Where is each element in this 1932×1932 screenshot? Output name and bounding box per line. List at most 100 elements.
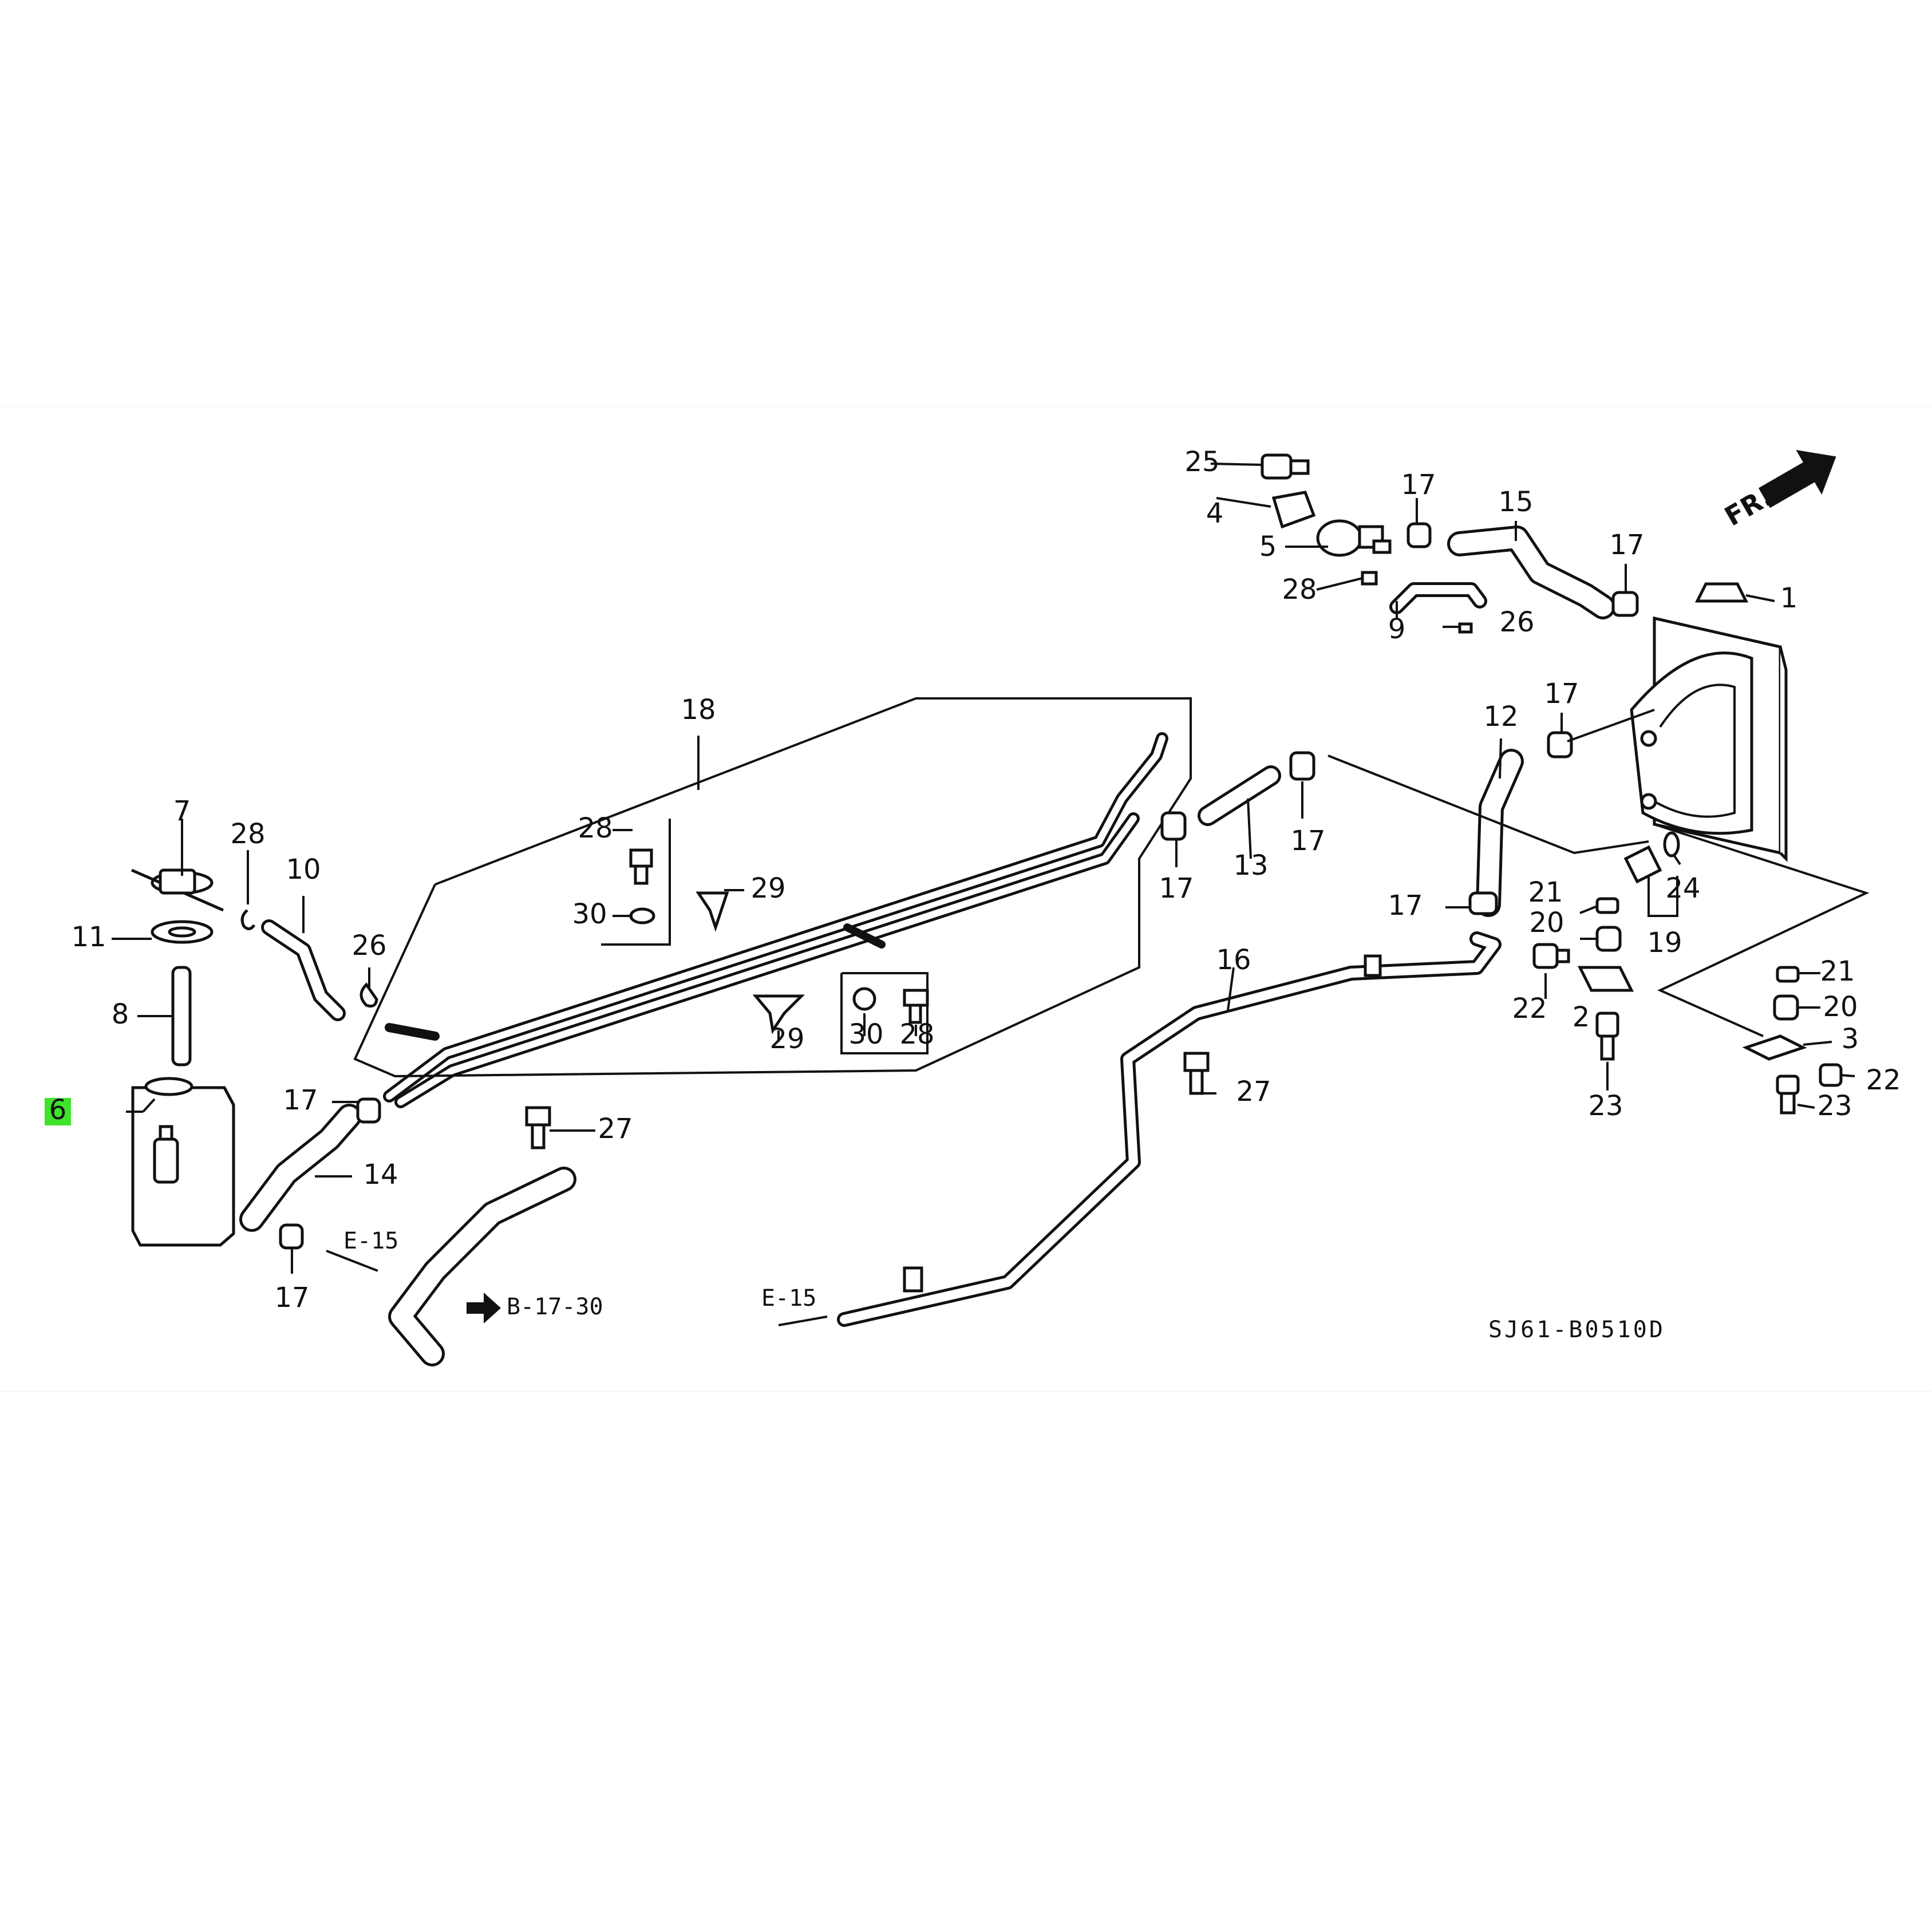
- o-ring-24[interactable]: [1663, 831, 1680, 858]
- callout-28-top[interactable]: 28: [1282, 574, 1317, 606]
- hose-9[interactable]: [1389, 582, 1487, 614]
- callout-20-right[interactable]: 20: [1823, 991, 1858, 1023]
- callout-26-left[interactable]: 26: [351, 930, 386, 962]
- switch-23-right[interactable]: [1776, 1074, 1800, 1115]
- bracket-3[interactable]: [1742, 1034, 1807, 1061]
- callout-17-left-low[interactable]: 17: [274, 1282, 309, 1314]
- clip-26-top[interactable]: [1458, 622, 1473, 634]
- clamp-17-left-low[interactable]: [279, 1223, 304, 1250]
- callout-1[interactable]: 1: [1780, 582, 1798, 614]
- clamp-17-radiator[interactable]: [1611, 591, 1639, 617]
- callout-21-mid[interactable]: 21: [1528, 876, 1563, 908]
- bolt-28-upper[interactable]: [629, 848, 653, 885]
- bleed-bolt-25[interactable]: [1261, 453, 1310, 480]
- tube-part[interactable]: [171, 966, 192, 1066]
- callout-18[interactable]: 18: [681, 694, 716, 726]
- callout-28-upper[interactable]: 28: [578, 812, 613, 844]
- nut-30-upper[interactable]: [629, 907, 655, 924]
- callout-14[interactable]: 14: [363, 1159, 398, 1191]
- callout-10[interactable]: 10: [286, 854, 321, 886]
- switch-23-mid[interactable]: [1595, 1012, 1619, 1061]
- clamp-17-mid-a[interactable]: [1160, 811, 1187, 841]
- clamp-17-hose12[interactable]: [1468, 891, 1498, 915]
- bolt-27-left[interactable]: [525, 1106, 551, 1149]
- callout-9[interactable]: 9: [1388, 613, 1406, 645]
- callout-17-shroud[interactable]: 17: [1544, 678, 1579, 710]
- washer-20-right[interactable]: [1773, 994, 1799, 1021]
- ref-b1730[interactable]: B-17-30: [507, 1294, 603, 1320]
- clamp-17-shroud[interactable]: [1547, 731, 1573, 758]
- bolt-28-lower[interactable]: [903, 989, 929, 1024]
- nut-30-lower[interactable]: [852, 987, 876, 1011]
- cap-21-mid[interactable]: [1595, 897, 1619, 914]
- callout-17-left-mid[interactable]: 17: [283, 1084, 318, 1116]
- callout-28-lower[interactable]: 28: [899, 1018, 934, 1050]
- hose-13[interactable]: [1198, 765, 1281, 826]
- callout-17-mid-b[interactable]: 17: [1290, 825, 1325, 857]
- sensor-22-mid[interactable]: [1532, 943, 1570, 969]
- callout-15[interactable]: 15: [1498, 486, 1533, 518]
- sensor-22-right[interactable]: [1819, 1063, 1843, 1087]
- callout-17-radiator[interactable]: 17: [1609, 529, 1644, 561]
- callout-29-lower[interactable]: 29: [769, 1023, 804, 1055]
- callout-6[interactable]: 6: [49, 1094, 67, 1126]
- callout-27-left[interactable]: 27: [598, 1113, 633, 1145]
- clip-28-left[interactable]: [240, 909, 256, 930]
- cap-part[interactable]: [131, 868, 224, 912]
- callout-30-lower[interactable]: 30: [848, 1018, 883, 1050]
- callout-20-mid[interactable]: 20: [1529, 907, 1564, 939]
- drain-hose[interactable]: [388, 1167, 576, 1366]
- bracket-2[interactable]: [1577, 966, 1634, 992]
- callout-30-upper[interactable]: 30: [572, 898, 607, 930]
- hose-15[interactable]: [1447, 526, 1615, 619]
- radiator-cap-1[interactable]: [1694, 582, 1749, 603]
- cap-21-right[interactable]: [1776, 966, 1800, 983]
- ref-e15-right[interactable]: E-15: [761, 1285, 816, 1311]
- callout-23-right[interactable]: 23: [1817, 1090, 1852, 1122]
- callout-28-left[interactable]: 28: [230, 818, 265, 850]
- clamp-17-left-mid[interactable]: [356, 1097, 381, 1124]
- callout-21-right[interactable]: 21: [1820, 955, 1855, 987]
- bolt-27-right[interactable]: [1183, 1052, 1210, 1095]
- clamp-17-mid-b[interactable]: [1289, 751, 1315, 781]
- hose-14[interactable]: [239, 1104, 362, 1232]
- callout-7[interactable]: 7: [173, 795, 191, 827]
- callout-17-top[interactable]: 17: [1401, 469, 1436, 501]
- clip-29-upper[interactable]: [696, 891, 729, 932]
- radiator-shroud[interactable]: [1630, 616, 1788, 863]
- callout-13[interactable]: 13: [1233, 850, 1268, 882]
- callout-17-hose12[interactable]: 17: [1388, 890, 1423, 922]
- ref-e15-left[interactable]: E-15: [343, 1228, 398, 1254]
- pipe-assembly-18[interactable]: [383, 732, 1168, 1108]
- callout-26-top[interactable]: 26: [1499, 606, 1534, 638]
- water-outlet-5[interactable]: [1316, 519, 1392, 557]
- callout-24[interactable]: 24: [1665, 872, 1700, 904]
- overflow-hose-small[interactable]: [261, 919, 346, 1021]
- callout-16[interactable]: 16: [1216, 944, 1251, 976]
- callout-22-right[interactable]: 22: [1866, 1064, 1901, 1096]
- callout-25[interactable]: 25: [1184, 446, 1219, 478]
- callout-4[interactable]: 4: [1206, 497, 1224, 530]
- callout-27-right[interactable]: 27: [1236, 1076, 1271, 1108]
- callout-12[interactable]: 12: [1483, 701, 1518, 733]
- callout-8[interactable]: 8: [112, 998, 129, 1030]
- clip-29-lower[interactable]: [752, 994, 805, 1034]
- clip-28-top[interactable]: [1361, 571, 1378, 586]
- washer-20-mid[interactable]: [1595, 926, 1622, 952]
- pipe-16[interactable]: [837, 931, 1502, 1327]
- drain-plug-19[interactable]: [1623, 845, 1662, 884]
- hose-12[interactable]: [1476, 749, 1524, 917]
- callout-19[interactable]: 19: [1647, 927, 1682, 959]
- callout-11[interactable]: 11: [71, 921, 106, 953]
- callout-29-upper[interactable]: 29: [750, 872, 785, 904]
- reserve-tank-part[interactable]: [131, 1077, 235, 1247]
- callout-17-mid-a[interactable]: 17: [1159, 872, 1194, 904]
- gasket-4[interactable]: [1271, 491, 1316, 529]
- callout-22-mid[interactable]: 22: [1512, 993, 1547, 1025]
- callout-3[interactable]: 3: [1842, 1023, 1859, 1055]
- washer-part[interactable]: [151, 920, 214, 944]
- callout-5[interactable]: 5: [1259, 531, 1277, 563]
- clamp-17-top[interactable]: [1406, 522, 1432, 548]
- clip-26-left[interactable]: [359, 982, 378, 1008]
- callout-2[interactable]: 2: [1573, 1001, 1590, 1033]
